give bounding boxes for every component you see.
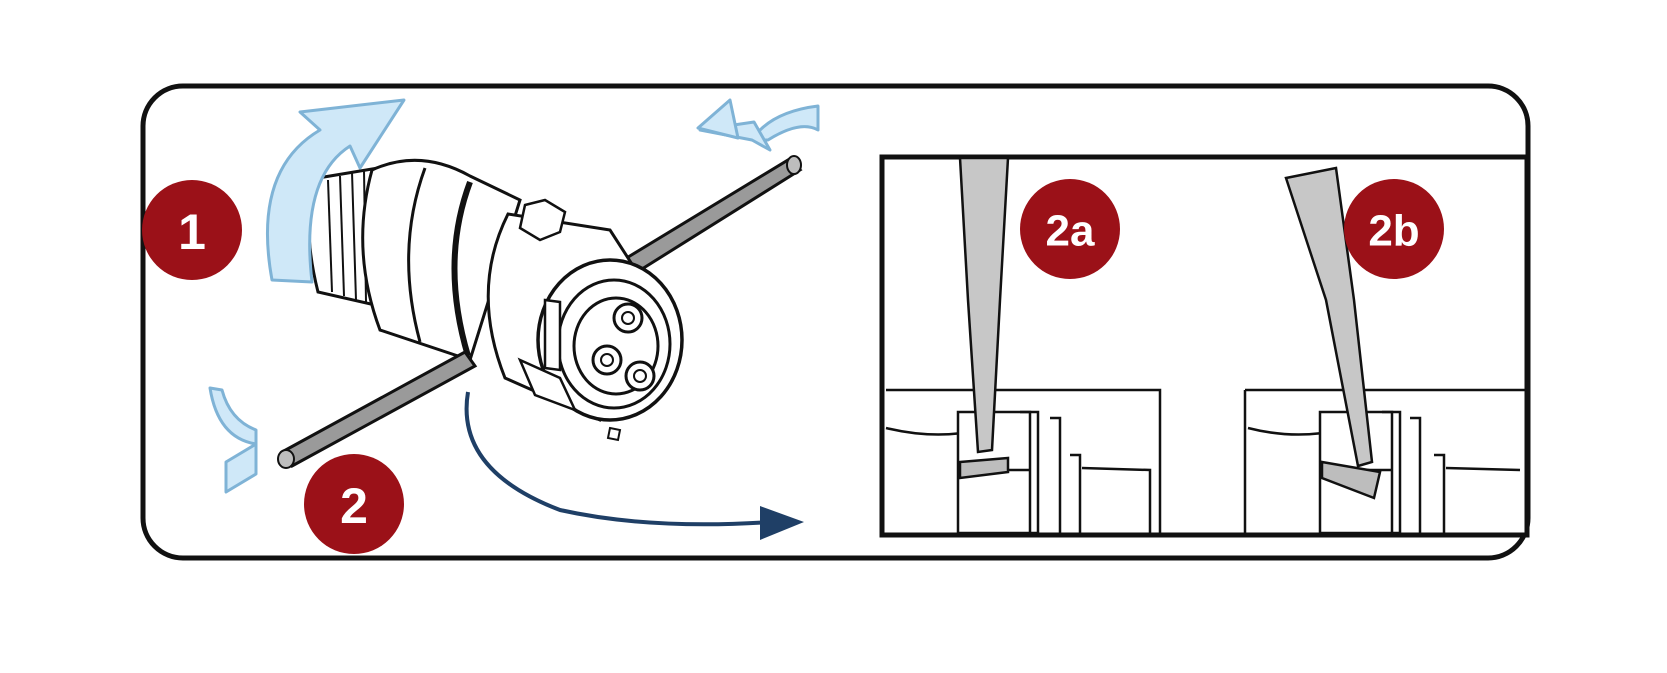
connector-body: [361, 158, 522, 362]
connector-front-face: [517, 258, 684, 442]
release-rod-lower: [277, 350, 478, 469]
screwdriver-icon: [958, 156, 1010, 454]
connector-pins: [591, 302, 656, 392]
step-badge-1: 1: [142, 180, 242, 280]
step-badge-2b: 2b: [1344, 179, 1444, 279]
detail-2a: [885, 156, 1162, 535]
detail-2b: [1243, 166, 1527, 535]
curved-arrow-icon: [464, 391, 804, 540]
screwdriver-icon: [1284, 166, 1374, 468]
step-badge-2a-label: 2a: [1046, 207, 1095, 256]
step-badge-1-label: 1: [178, 204, 206, 260]
step-badge-2: 2: [304, 454, 404, 554]
rotate-arrow-icon: [696, 98, 820, 152]
rotate-arrow-icon: [208, 386, 258, 494]
connector-illustration: [277, 155, 803, 469]
step-badge-2b-label: 2b: [1368, 207, 1419, 256]
rotate-arrow-icon: [265, 98, 406, 284]
step-badge-2a: 2a: [1020, 179, 1120, 279]
step-badge-2-label: 2: [340, 478, 368, 534]
